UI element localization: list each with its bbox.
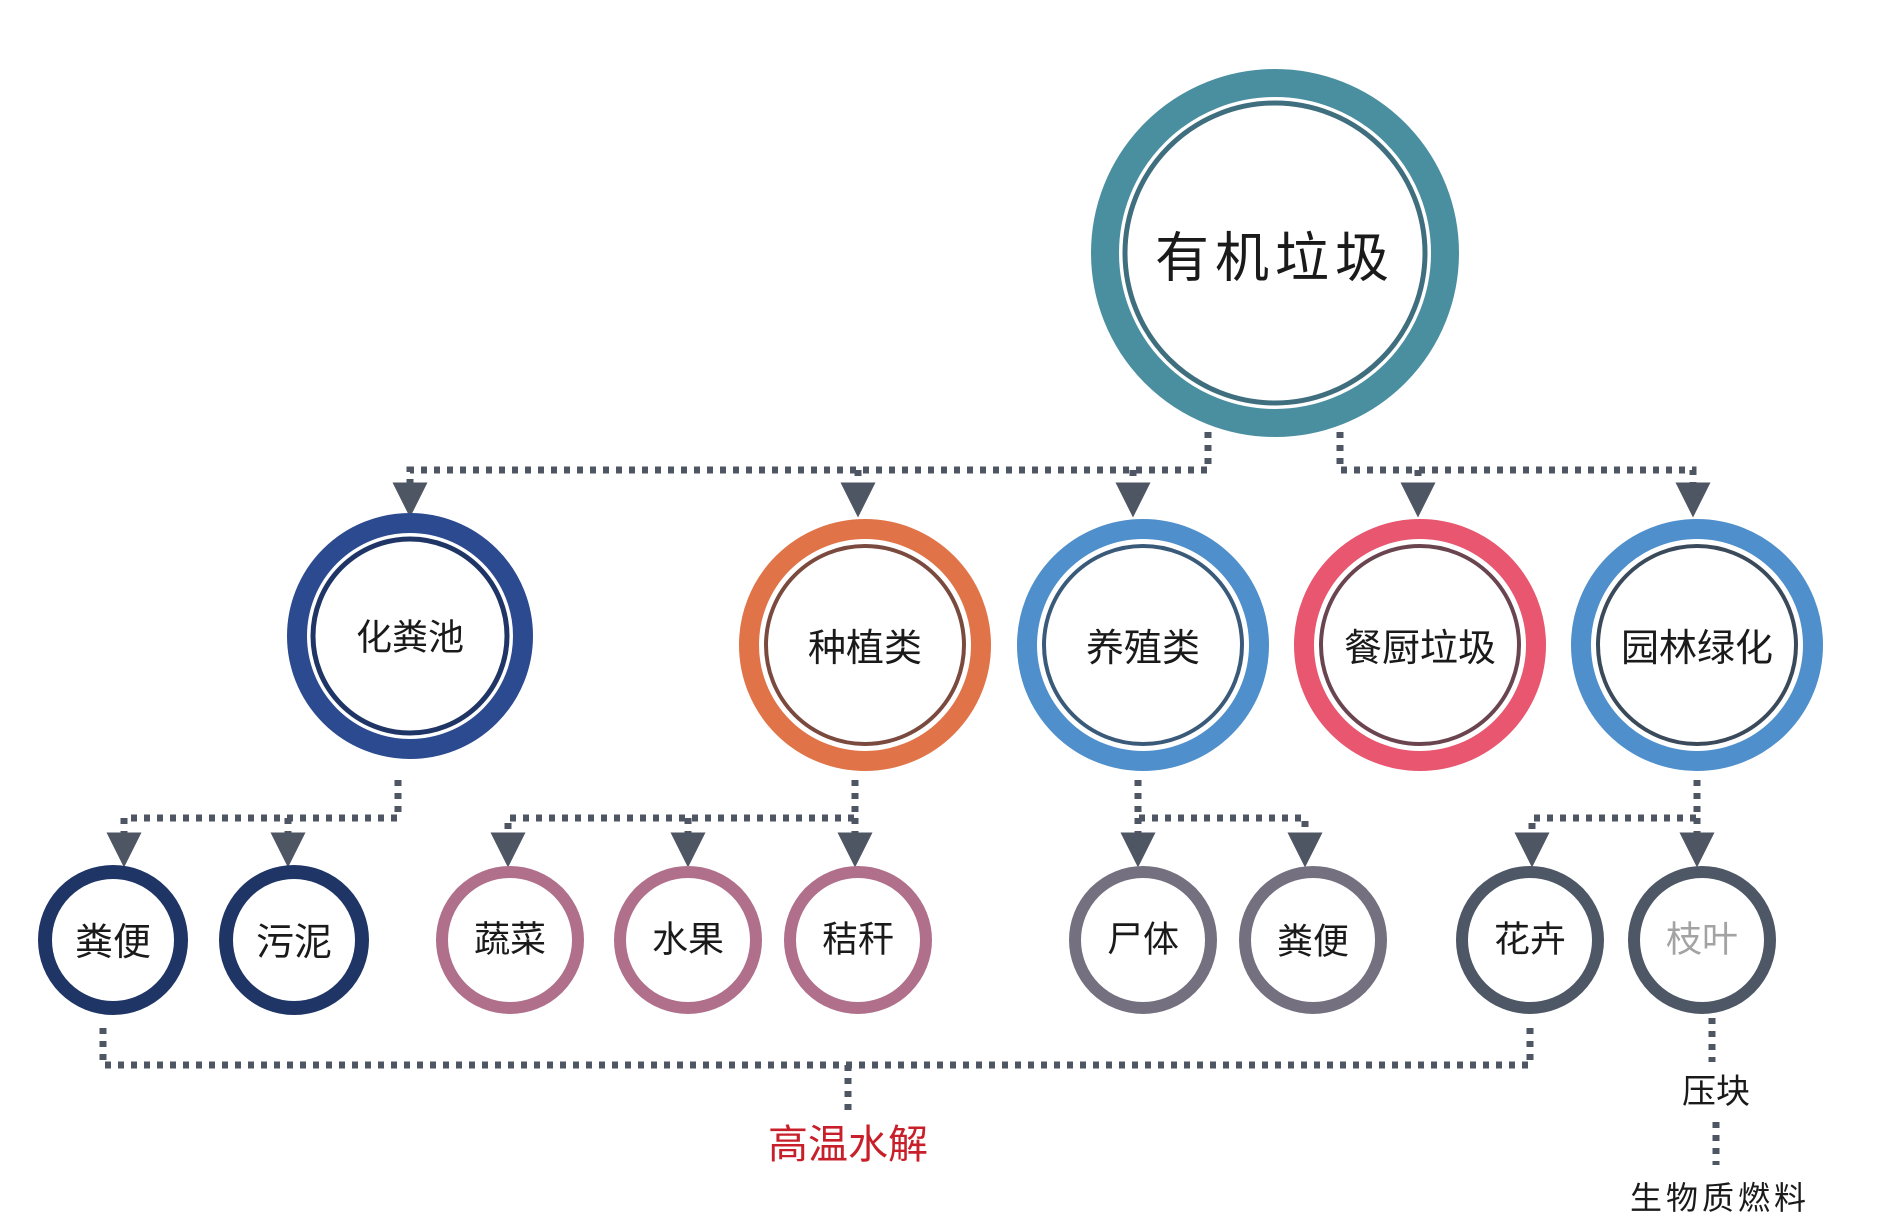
connector-garden-items — [1514, 780, 1701, 868]
garden-outer-ring — [1571, 519, 1823, 771]
category-node-kitchen: 餐厨垃圾 — [1294, 519, 1546, 771]
feces-1-ring — [38, 865, 188, 1015]
vegetables-label: 蔬菜 — [474, 920, 546, 961]
feces-2-ring — [1239, 866, 1387, 1014]
fruit-ring — [614, 866, 762, 1014]
septic-label: 化粪池 — [356, 618, 464, 659]
breeding-label: 养殖类 — [1086, 626, 1200, 670]
root-inner-ring — [1122, 100, 1428, 406]
garden-inner-ring — [1596, 544, 1798, 746]
kitchen-outer-ring — [1294, 519, 1546, 771]
hydrolysis-label: 高温水解 — [768, 1122, 928, 1168]
carcass-ring — [1069, 866, 1217, 1014]
planting-inner-ring — [764, 544, 966, 746]
root-outer-ring — [1091, 69, 1459, 437]
septic-inner-ring — [310, 536, 510, 736]
connectors — [99, 432, 1720, 1165]
feces-1-label: 粪便 — [75, 920, 151, 964]
connector-root-left — [392, 432, 1212, 518]
category-node-garden: 园林绿化 — [1571, 519, 1823, 771]
connector-breeding-items — [1134, 780, 1323, 868]
breeding-inner-ring — [1042, 544, 1244, 746]
connector-septic-items — [106, 780, 402, 868]
septic-outer-ring — [287, 513, 533, 759]
root-label: 有机垃圾 — [1155, 227, 1395, 290]
vegetables-ring — [436, 866, 584, 1014]
feces-2-label: 粪便 — [1277, 922, 1349, 963]
kitchen-inner-ring — [1319, 544, 1521, 746]
category-node-breeding: 养殖类 — [1017, 519, 1269, 771]
item-node-feces-2: 粪便 — [1239, 866, 1387, 1014]
connector-hydrolysis-bracket — [99, 1028, 1534, 1069]
root-node: 有机垃圾 — [1091, 69, 1459, 437]
planting-outer-ring — [739, 519, 991, 771]
category-node-septic: 化粪池 — [287, 513, 533, 759]
sludge-label: 污泥 — [256, 920, 332, 964]
straw-label: 秸秆 — [822, 920, 894, 961]
item-node-fruit: 水果 — [614, 866, 762, 1014]
connector-root-right — [1336, 432, 1711, 518]
fruit-label: 水果 — [652, 920, 724, 961]
flowers-ring — [1456, 866, 1604, 1014]
garden-label: 园林绿化 — [1621, 626, 1773, 670]
item-node-carcass: 尸体 — [1069, 866, 1217, 1014]
connector-planting-items — [490, 780, 859, 868]
sludge-ring — [219, 865, 369, 1015]
branches-ring — [1628, 866, 1776, 1014]
item-node-straw: 秸秆 — [784, 866, 932, 1014]
category-node-planting: 种植类 — [739, 519, 991, 771]
briquette-label: 压块 — [1682, 1072, 1750, 1112]
breeding-outer-ring — [1017, 519, 1269, 771]
straw-ring — [784, 866, 932, 1014]
carcass-label: 尸体 — [1107, 920, 1179, 961]
item-node-feces-1: 粪便 — [38, 865, 188, 1015]
kitchen-label: 餐厨垃圾 — [1344, 626, 1496, 670]
item-node-flowers: 花卉 — [1456, 866, 1604, 1014]
item-node-vegetables: 蔬菜 — [436, 866, 584, 1014]
branches-label: 枝叶 — [1666, 920, 1738, 961]
biomass-fuel-label: 生物质燃料 — [1630, 1179, 1810, 1217]
planting-label: 种植类 — [808, 626, 922, 670]
item-node-sludge: 污泥 — [219, 865, 369, 1015]
flowers-label: 花卉 — [1494, 920, 1566, 961]
item-node-branches: 枝叶 — [1628, 866, 1776, 1014]
